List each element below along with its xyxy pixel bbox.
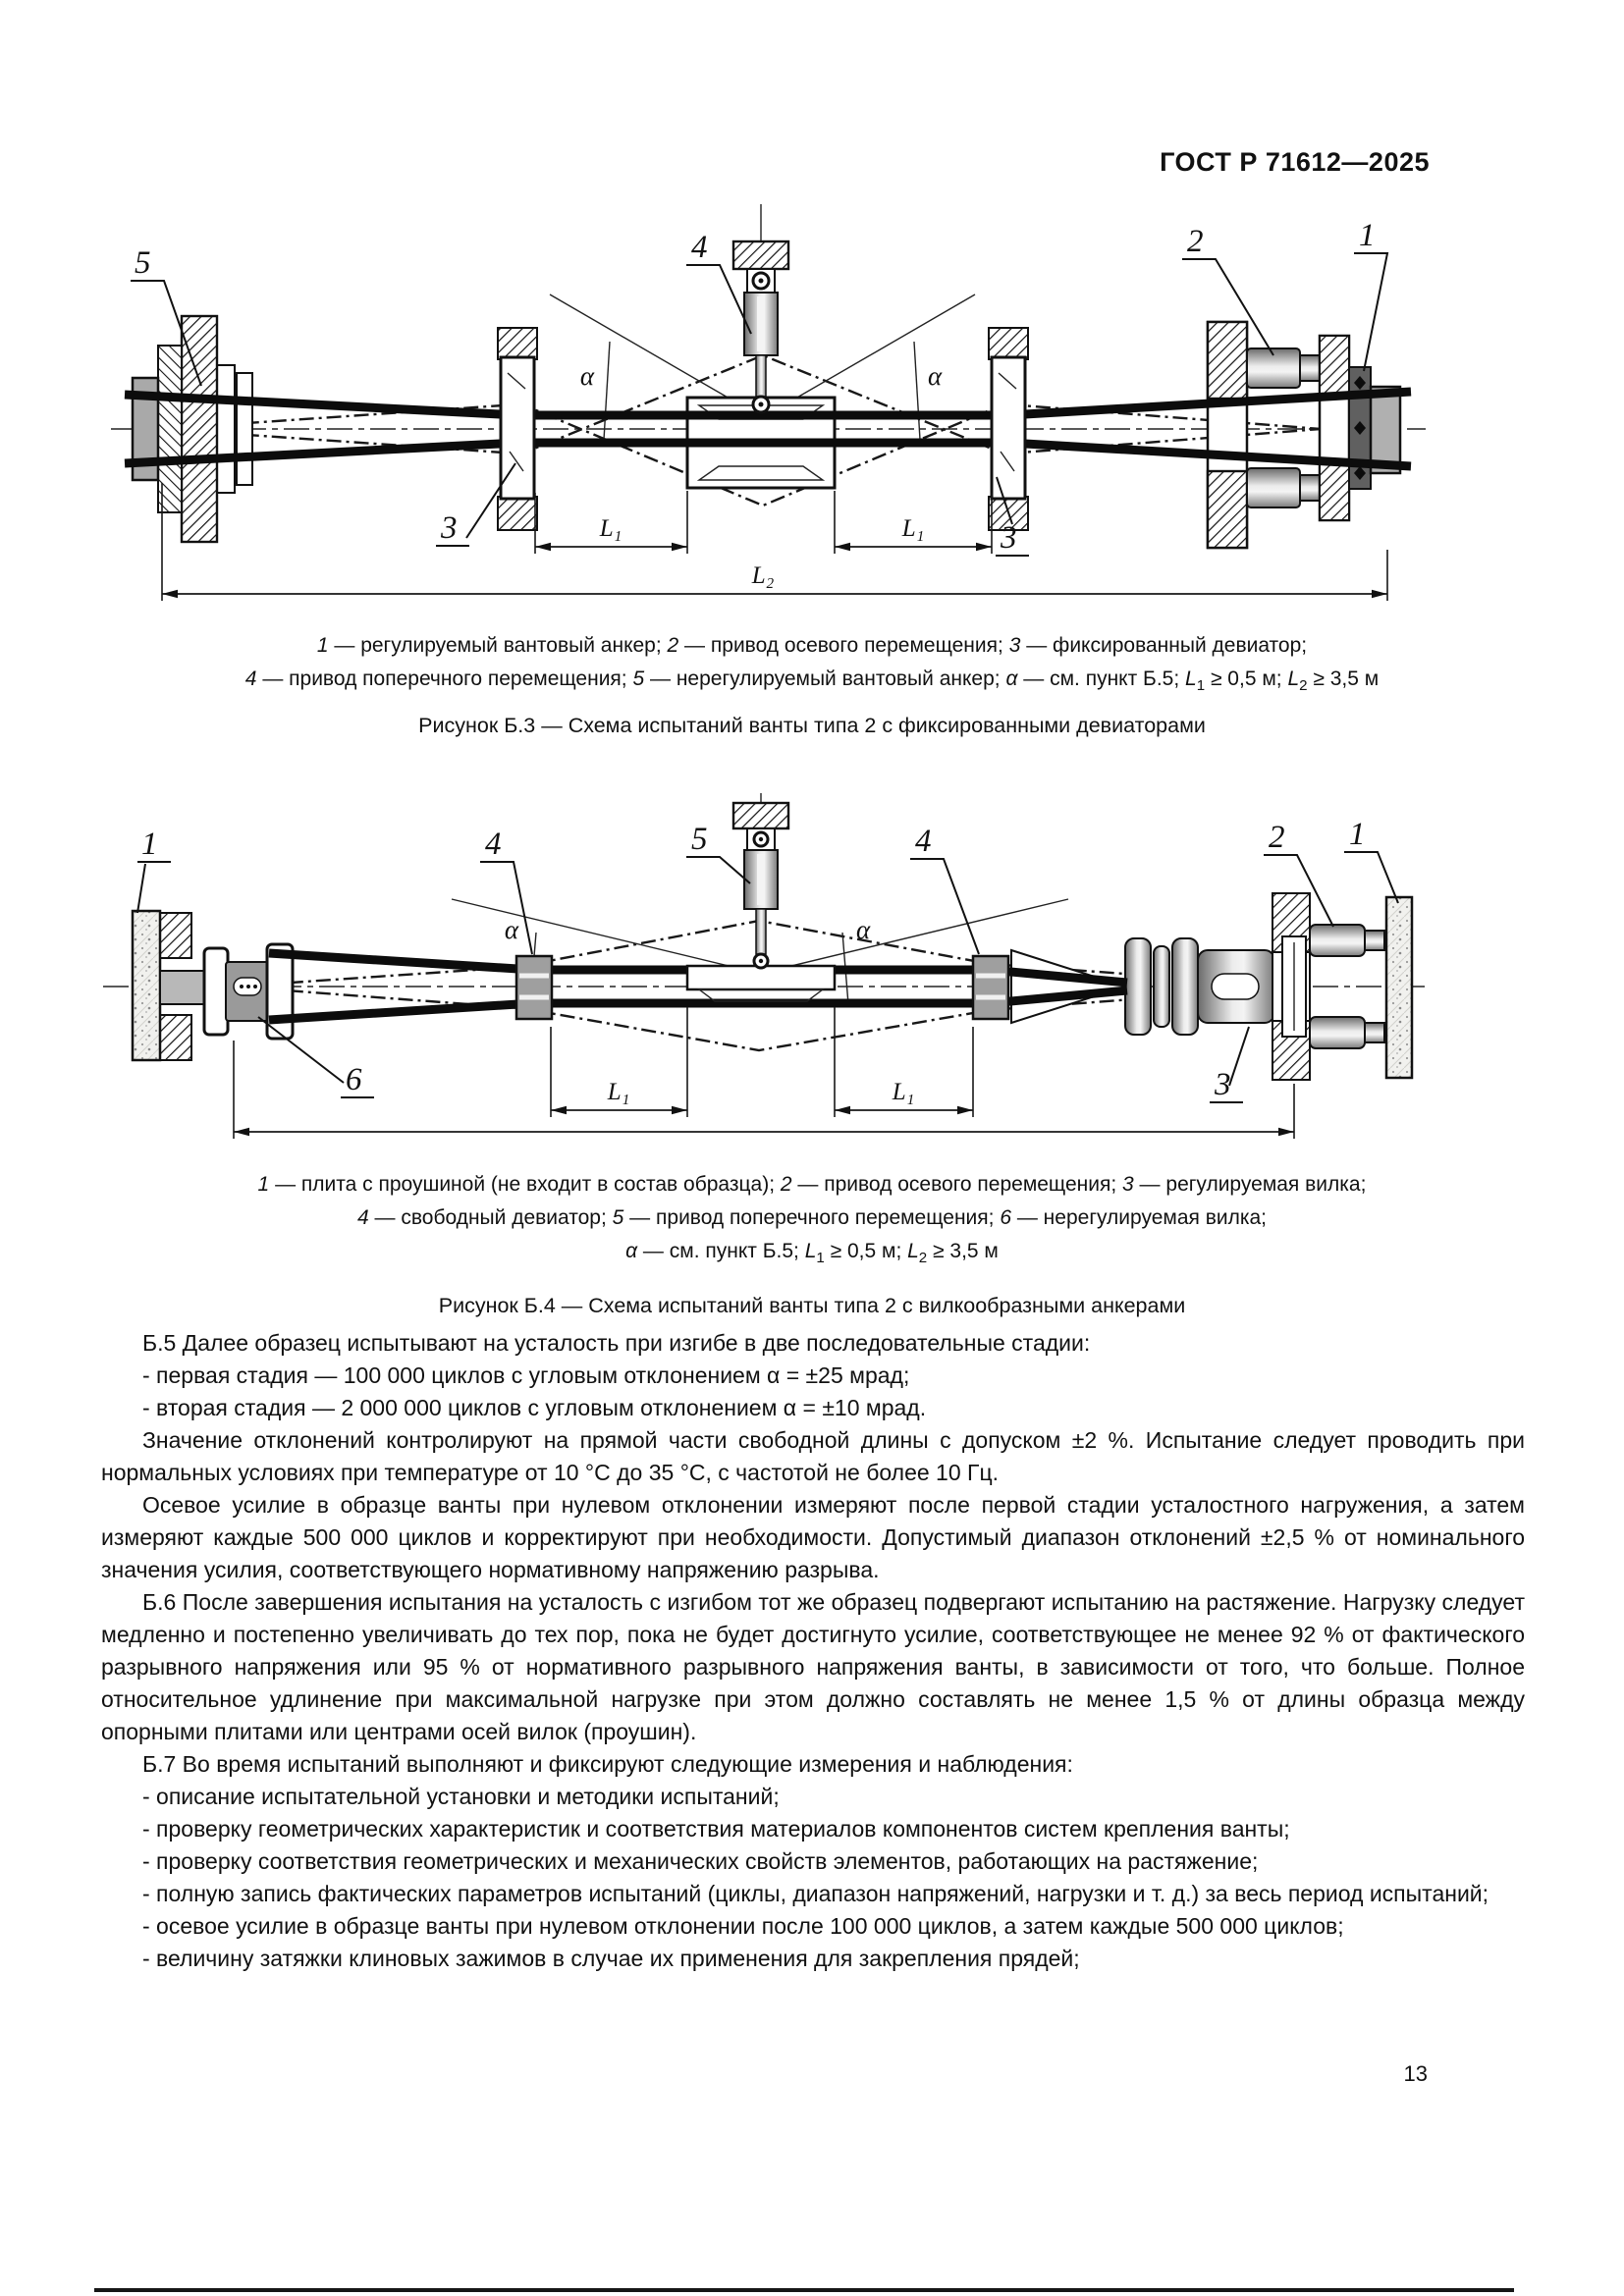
free-deviator-right <box>971 954 1010 1021</box>
label-1-left: 1 <box>141 827 158 862</box>
figure-b3-caption: 1 — регулируемый вантовый анкер; 2 — при… <box>100 629 1524 696</box>
label-3-left: 3 <box>440 510 458 546</box>
label-4: 4 <box>691 230 708 265</box>
cable-strands <box>124 387 1412 471</box>
label-5: 5 <box>691 822 708 857</box>
body-text: Б.5 Далее образец испытывают на усталост… <box>101 1327 1525 1975</box>
label-5: 5 <box>135 245 151 281</box>
dim-l1-left-label: L₁ <box>599 515 623 542</box>
callout-labels: 1 4 5 4 2 1 6 3 α α <box>136 817 1399 1103</box>
label-alpha-left: α <box>505 915 519 944</box>
list-item: - первая стадия — 100 000 циклов с углов… <box>142 1362 910 1388</box>
list-item: - описание испытательной установки и мет… <box>142 1784 780 1809</box>
label-3: 3 <box>1214 1067 1231 1102</box>
list-item: - проверку соответствия геометрических и… <box>142 1848 1259 1874</box>
label-4-right: 4 <box>915 824 932 859</box>
dim-l2-label: L₂ <box>751 562 775 589</box>
caption-line: α — см. пункт Б.5; L1 ≥ 0,5 м; L2 ≥ 3,5 … <box>625 1240 999 1267</box>
label-4-left: 4 <box>485 827 502 862</box>
caption-line: 4 — привод поперечного перемещения; 5 — … <box>244 667 1380 695</box>
figure-b4-svg: L₁ L₁ 1 4 5 4 2 1 6 <box>103 793 1426 1139</box>
dim-l1-left-label: L₁ <box>607 1079 630 1105</box>
paragraph-b7: Б.7 Во время испытаний выполняют и фикси… <box>142 1751 1073 1777</box>
fixed-deviator-left <box>497 327 538 531</box>
dim-l1-right-label: L₁ <box>892 1079 915 1105</box>
label-alpha-left: α <box>580 361 595 391</box>
list-item: - полную запись фактических параметров и… <box>142 1881 1489 1906</box>
label-2: 2 <box>1269 820 1285 855</box>
caption-line: 1 — плита с проушиной (не входит в соста… <box>257 1173 1367 1196</box>
list-item: - проверку геометрических характеристик … <box>142 1816 1290 1842</box>
list-item: - вторая стадия — 2 000 000 циклов с угл… <box>142 1395 927 1420</box>
dimensions: L₁ L₁ <box>233 1007 1295 1139</box>
right-fork-assembly <box>1010 892 1414 1081</box>
center-clamp <box>685 964 837 1002</box>
figure-b4-drawing: L₁ L₁ 1 4 5 4 2 1 6 <box>98 793 1434 1151</box>
dimensions: L₁ L₁ L₂ <box>161 483 1388 601</box>
paragraph: Значение отклонений контролируют на прям… <box>101 1427 1525 1485</box>
document-code: ГОСТ Р 71612—2025 <box>1160 147 1430 177</box>
figure-b4-title: Рисунок Б.4 — Схема испытаний ванты типа… <box>438 1294 1186 1317</box>
figure-b4-caption: 1 — плита с проушиной (не входит в соста… <box>100 1168 1524 1268</box>
free-deviator-left <box>514 954 554 1021</box>
label-1-right: 1 <box>1349 817 1366 852</box>
caption-line: 4 — свободный девиатор; 5 — привод попер… <box>356 1206 1268 1229</box>
list-item: - осевое усилие в образце ванты при нуле… <box>142 1913 1344 1939</box>
paragraph: Осевое усилие в образце ванты при нулево… <box>101 1492 1525 1582</box>
label-alpha-right: α <box>928 361 943 391</box>
left-anchor <box>131 314 253 544</box>
page-number: 13 <box>1403 2061 1428 2086</box>
callout-labels: 5 4 2 1 3 3 α α <box>131 218 1389 557</box>
figure-b3-title: Рисунок Б.3 — Схема испытаний ванты типа… <box>418 714 1206 737</box>
caption-line: 1 — регулируемый вантовый анкер; 2 — при… <box>316 634 1308 657</box>
paragraph-b6: Б.6 После завершения испытания на устало… <box>101 1589 1525 1744</box>
dim-l1-right-label: L₁ <box>901 515 925 542</box>
figure-b3-svg: L₁ L₁ L₂ 5 4 2 1 3 3 α α <box>111 204 1426 601</box>
right-anchor <box>1206 320 1402 550</box>
paragraph-b5: Б.5 Далее образец испытывают на усталост… <box>142 1330 1091 1356</box>
transverse-drive <box>731 204 790 414</box>
label-3-right: 3 <box>1000 520 1017 556</box>
fixed-deviator-right <box>988 327 1029 531</box>
transverse-drive <box>731 793 790 970</box>
label-1: 1 <box>1359 218 1376 253</box>
label-6: 6 <box>346 1062 362 1097</box>
label-alpha-right: α <box>856 915 871 944</box>
figure-b3-drawing: L₁ L₁ L₂ 5 4 2 1 3 3 α α <box>103 147 1434 614</box>
left-plate-and-fork <box>131 909 295 1062</box>
page-bottom-edge <box>94 2288 1514 2292</box>
list-item: - величину затяжки клиновых зажимов в сл… <box>142 1946 1080 1971</box>
label-2: 2 <box>1187 224 1204 259</box>
